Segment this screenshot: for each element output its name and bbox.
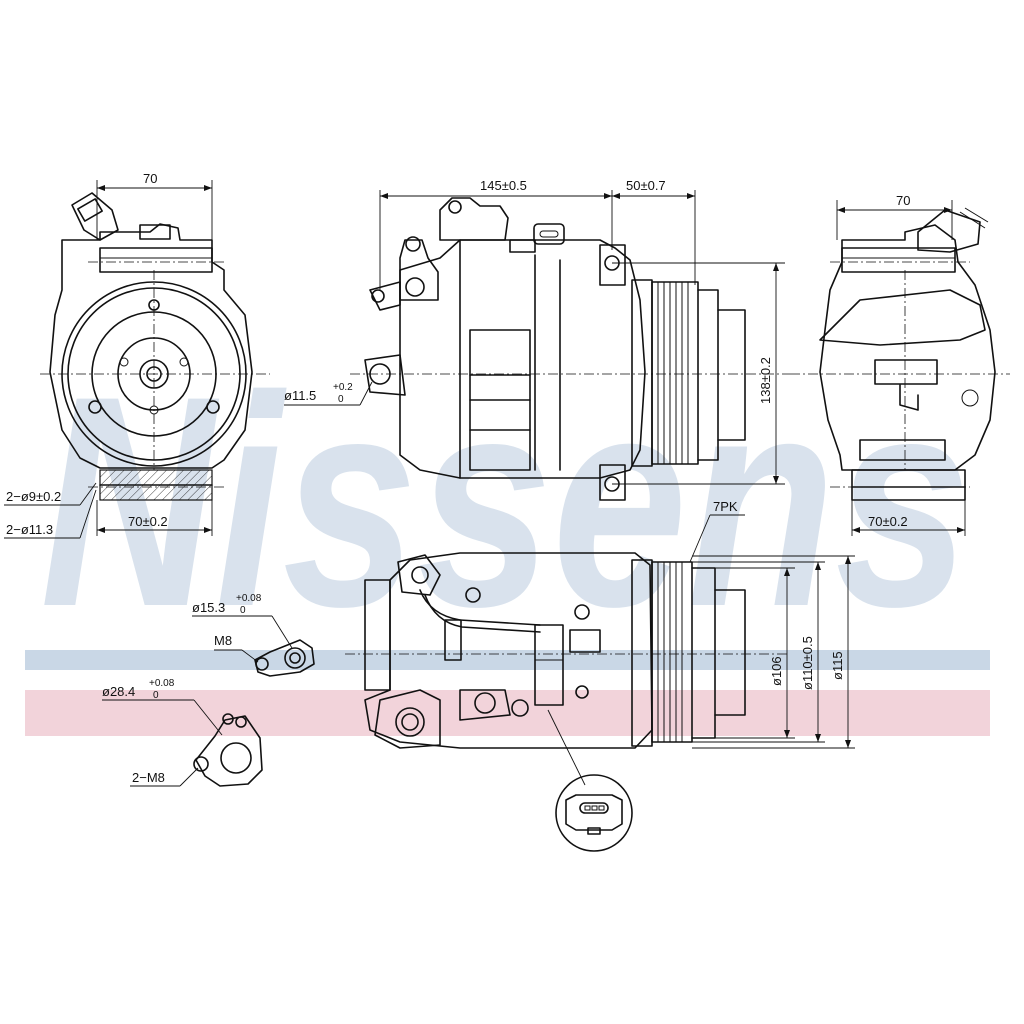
- dim-left-bottom-width: 70±0.2: [128, 514, 168, 529]
- dim-body-length: 145±0.5: [480, 178, 527, 193]
- dim-pulley-offset: 50±0.7: [626, 178, 666, 193]
- dim-belt-type: 7PK: [713, 499, 738, 514]
- watermark-red-stripe: [25, 690, 990, 736]
- connector-detail: [555, 774, 633, 852]
- dim-left-top-width: 70: [143, 171, 157, 186]
- dim-height: 138±0.2: [758, 357, 773, 404]
- dim-left-hole-b: 2−ø11.3: [6, 522, 53, 537]
- dim-right-top-width: 70: [896, 193, 910, 208]
- dim-port-small-tol-upper: +0.08: [236, 593, 262, 604]
- dim-pulley-d1: ø106: [769, 656, 784, 686]
- dim-port-small-thread: M8: [214, 633, 232, 648]
- dim-pulley-d3: ø115: [830, 651, 845, 680]
- watermark-text: Nissens: [40, 333, 970, 669]
- dim-mount-hole-tol-lower: 0: [338, 394, 344, 405]
- dim-port-large-tol-upper: +0.08: [149, 678, 175, 689]
- dim-port-large: ø28.4: [102, 684, 135, 699]
- dim-left-hole-a: 2−ø9±0.2: [6, 489, 61, 504]
- dim-port-large-tol-lower: 0: [153, 690, 159, 701]
- dim-port-small-tol-lower: 0: [240, 605, 246, 616]
- left-end-view: 70 70±0.2 2−ø9±0.2 2−ø11.3: [4, 171, 270, 539]
- port-details: ø15.3 +0.08 0 M8 ø28.4 +0.08 0 2−M8: [102, 593, 315, 787]
- right-end-view: 70 70±0.2: [790, 193, 1010, 536]
- bottom-view: 7PK ø106 ø110±0.5 ø115: [345, 499, 855, 852]
- dim-pulley-d2: ø110±0.5: [800, 636, 815, 690]
- dim-right-bottom-width: 70±0.2: [868, 514, 908, 529]
- side-view: 145±0.5 50±0.7 138±0.2 ø11.5 +0.2 0: [284, 178, 790, 501]
- dim-mount-hole-tol-upper: +0.2: [333, 382, 353, 393]
- dim-port-small: ø15.3: [192, 600, 225, 615]
- dim-port-large-thread: 2−M8: [132, 770, 165, 785]
- dim-mount-hole: ø11.5: [284, 388, 316, 403]
- watermark: Nissens: [25, 333, 990, 736]
- watermark-blue-stripe: [25, 650, 990, 670]
